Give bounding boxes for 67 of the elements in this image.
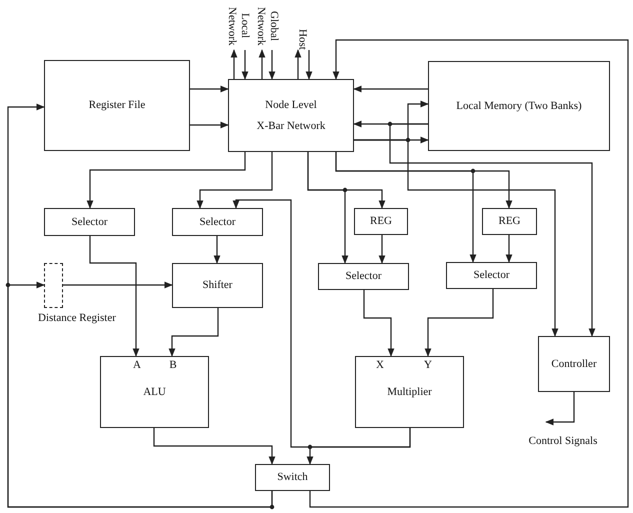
multiplier-box xyxy=(355,356,464,428)
arrow xyxy=(63,282,173,288)
arrow xyxy=(309,39,629,508)
box-label: Node Level xyxy=(264,98,318,113)
port-label: Global Network xyxy=(254,6,280,48)
arrow xyxy=(168,308,219,357)
box-label: Switch xyxy=(277,470,308,486)
box-label: Register File xyxy=(88,98,146,114)
local-memory-box xyxy=(428,61,610,151)
selector-box xyxy=(44,208,135,236)
arrow xyxy=(242,50,248,80)
switch-box xyxy=(255,464,330,491)
arrow xyxy=(294,49,302,79)
selector-box xyxy=(446,262,537,289)
arrow xyxy=(363,290,394,357)
arrow xyxy=(258,49,266,79)
arrow xyxy=(7,282,273,508)
arrow xyxy=(190,122,229,128)
register-box xyxy=(354,208,408,235)
arrow xyxy=(378,235,386,264)
arrow xyxy=(545,392,575,426)
register-file-box xyxy=(44,60,190,151)
arrow xyxy=(353,86,428,92)
arrow xyxy=(424,289,494,357)
box-label: Control Signals xyxy=(528,434,598,450)
arrow xyxy=(268,50,276,80)
selector-box xyxy=(318,263,409,290)
arrow xyxy=(354,139,558,337)
box-label: REG xyxy=(498,214,520,230)
arrow xyxy=(307,152,348,264)
alu-box xyxy=(100,356,209,428)
port-label: X xyxy=(376,359,384,371)
box-label: Multiplier xyxy=(387,384,432,400)
box-label: Selector xyxy=(71,214,108,230)
arrow xyxy=(190,86,229,92)
arrow xyxy=(506,235,512,263)
box-label: REG xyxy=(370,214,392,230)
arrow xyxy=(306,50,312,80)
box-label: X-Bar Network xyxy=(256,118,326,134)
arrow xyxy=(89,236,140,357)
distance-register-box xyxy=(44,263,63,308)
arrow xyxy=(153,428,276,465)
shifter-box xyxy=(172,263,263,308)
arrow xyxy=(86,152,246,209)
box-label: Shifter xyxy=(202,278,232,294)
register-box xyxy=(482,208,537,235)
arrow xyxy=(230,49,238,79)
arrow xyxy=(214,236,220,264)
port-label: A xyxy=(133,359,141,371)
box-label: Local Memory (Two Banks) xyxy=(456,98,582,114)
box-label: Selector xyxy=(345,269,382,284)
arrow xyxy=(335,152,476,263)
box-label: Controller xyxy=(551,356,597,372)
arrow xyxy=(232,199,411,448)
box-label: Selector xyxy=(199,214,236,230)
arrow xyxy=(196,152,273,209)
box-label: ALU xyxy=(143,384,166,400)
node-label: Distance Register xyxy=(38,312,116,324)
port-label: Local Network xyxy=(225,6,252,48)
port-label: Host xyxy=(296,29,309,50)
box-label: Selector xyxy=(473,268,510,284)
arrow xyxy=(389,123,596,337)
port-label: B xyxy=(169,359,177,371)
crossbar-network-box xyxy=(228,79,354,152)
controller-box xyxy=(538,336,610,392)
port-label: Y xyxy=(424,359,432,371)
selector-box xyxy=(172,208,263,236)
